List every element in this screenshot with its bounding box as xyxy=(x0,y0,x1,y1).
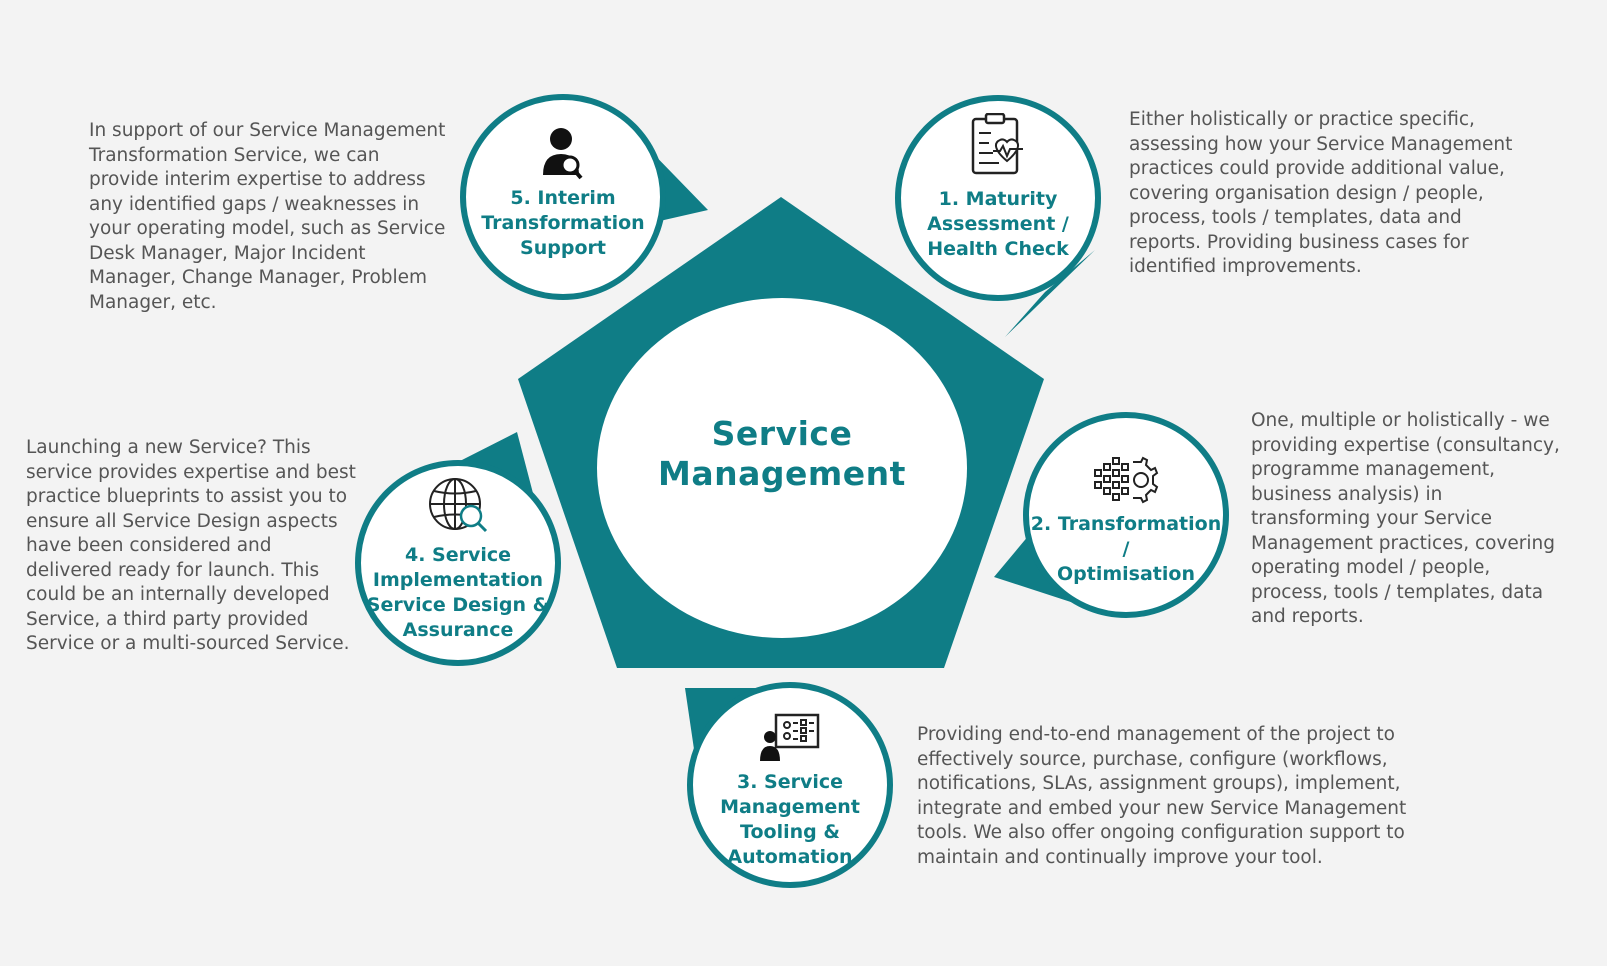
item-5-description: In support of our Service Management Tra… xyxy=(89,120,446,313)
item-1-title: 1. Maturity Assessment / Health Check xyxy=(927,188,1069,260)
item-4-circle: 4. Service Implementation Service Design… xyxy=(355,460,561,666)
item-2-description: One, multiple or holistically - we provi… xyxy=(1251,410,1560,627)
item-5-circle: 5. Interim Transformation Support xyxy=(460,94,666,300)
center-circle: Service Management xyxy=(597,298,967,638)
item-3-circle: 3. Service Management Tooling & Automati… xyxy=(687,682,893,888)
item-3-title: 3. Service Management Tooling & Automati… xyxy=(720,771,860,868)
item-1-circle: 1. Maturity Assessment / Health Check xyxy=(895,95,1101,301)
center-title: Service Management xyxy=(658,414,906,493)
item-2-title: 2. Transformation / Optimisation xyxy=(1030,513,1222,585)
clipboard-heart-icon xyxy=(969,112,1027,179)
globe-search-icon xyxy=(427,476,489,540)
item-2-circle: 2. Transformation / Optimisation xyxy=(1023,412,1229,618)
item-4-title: 4. Service Implementation Service Design… xyxy=(366,544,550,641)
presenter-board-icon xyxy=(760,713,820,767)
item-5-title: 5. Interim Transformation Support xyxy=(481,187,645,259)
data-gear-icon xyxy=(1093,456,1159,510)
item-4-description: Launching a new Service? This service pr… xyxy=(26,437,356,654)
item-1-description: Either holistically or practice specific… xyxy=(1129,109,1513,277)
person-search-icon xyxy=(541,125,585,185)
item-3-description: Providing end-to-end management of the p… xyxy=(917,724,1407,868)
tail-item-1 xyxy=(1005,250,1095,337)
